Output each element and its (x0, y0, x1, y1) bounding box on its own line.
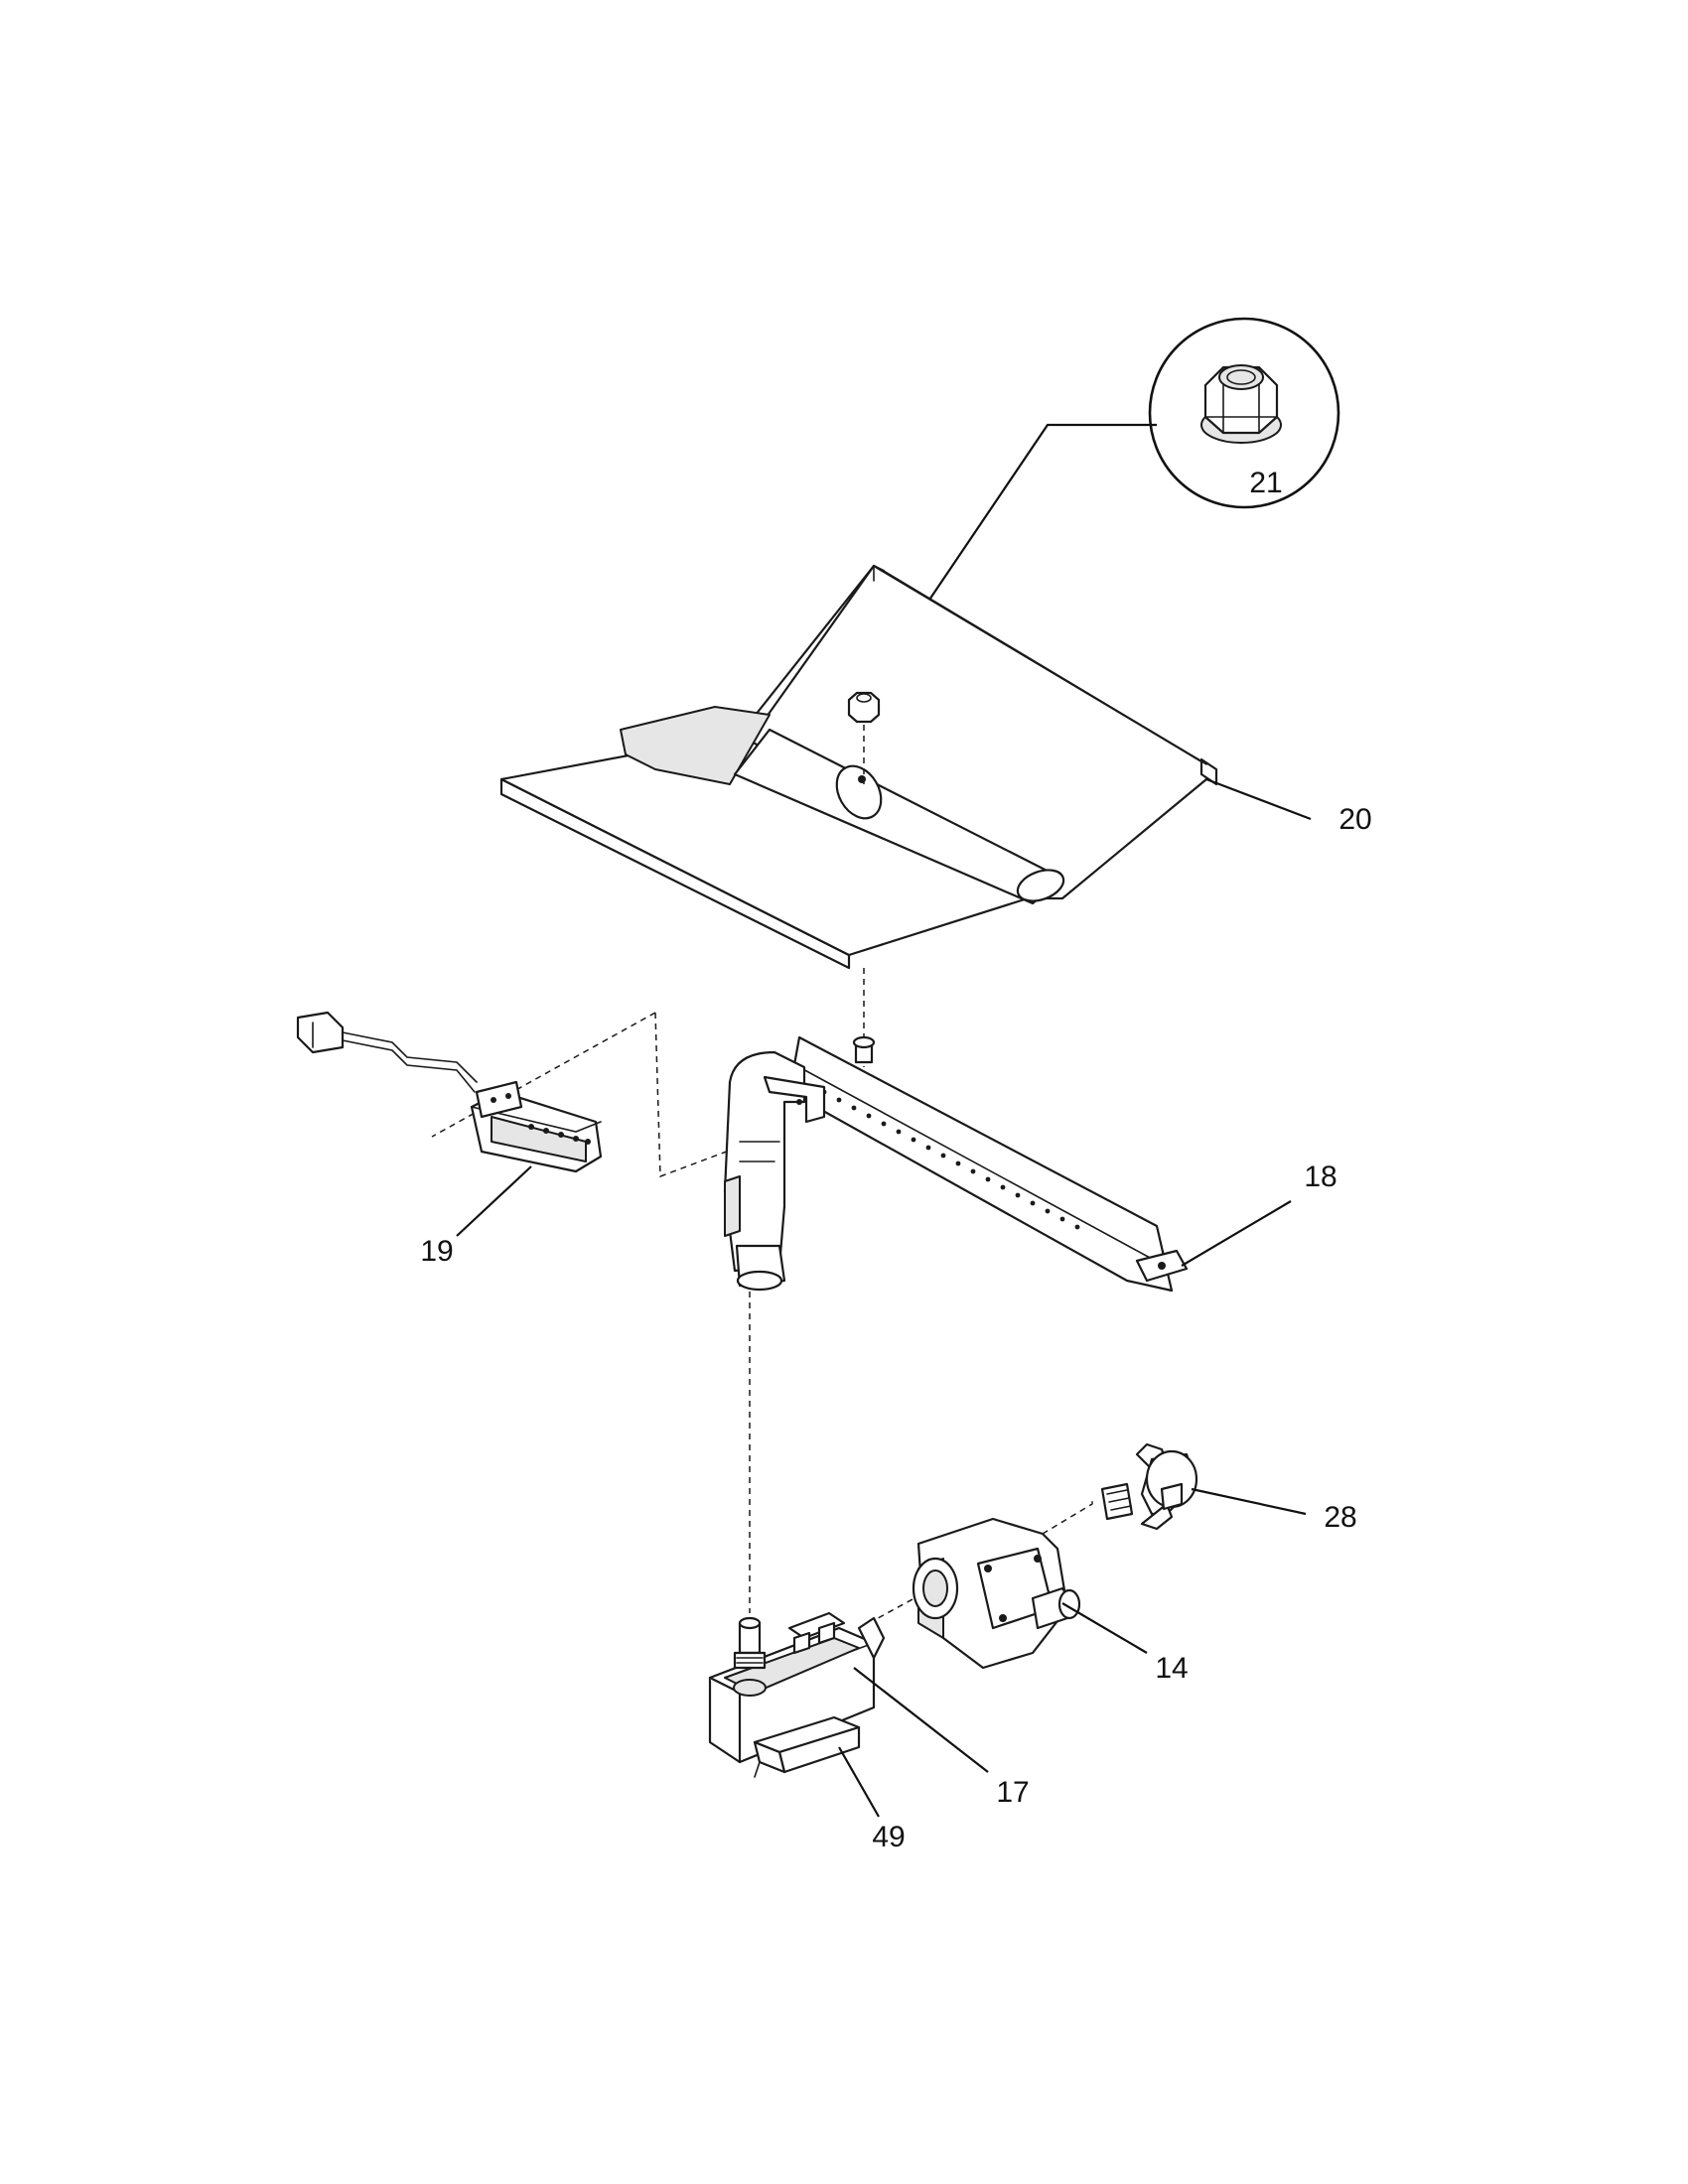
leader-18 (1181, 1200, 1292, 1267)
leader-17 (853, 1667, 989, 1773)
burner-baffle: 20 (499, 564, 1372, 970)
leader-28 (1191, 1487, 1307, 1516)
gas-valve: 14 (912, 1517, 1189, 1685)
flange-nut-enlarged (1200, 364, 1282, 444)
leader-49 (838, 1746, 880, 1818)
leader-20 (1205, 777, 1312, 821)
callout-18: 18 (1304, 1160, 1336, 1193)
callout-14: 14 (1155, 1652, 1188, 1685)
callout-20: 20 (1338, 803, 1371, 836)
flange-nut-small (847, 691, 881, 724)
leader-19 (456, 1165, 532, 1237)
callout-21: 21 (1249, 467, 1282, 499)
alignment-line-valve-regulator (868, 1499, 1093, 1624)
leader-14 (1061, 1602, 1148, 1654)
alignment-line-igniter (431, 1012, 741, 1178)
pressure-regulator: 28 (1100, 1442, 1357, 1534)
callout-49: 49 (872, 1821, 905, 1853)
burner-ports (821, 1089, 1080, 1230)
oven-igniter: 19 (296, 1011, 603, 1268)
nut-detail-callout: 21 (871, 317, 1340, 686)
oven-burner: 18 (723, 1035, 1337, 1293)
callout-19: 19 (420, 1235, 453, 1268)
valve-mounting-bracket: 49 (753, 1715, 906, 1853)
callout-28: 28 (1324, 1501, 1356, 1534)
callout-17: 17 (996, 1776, 1029, 1809)
safety-valve: 17 (708, 1611, 1030, 1809)
